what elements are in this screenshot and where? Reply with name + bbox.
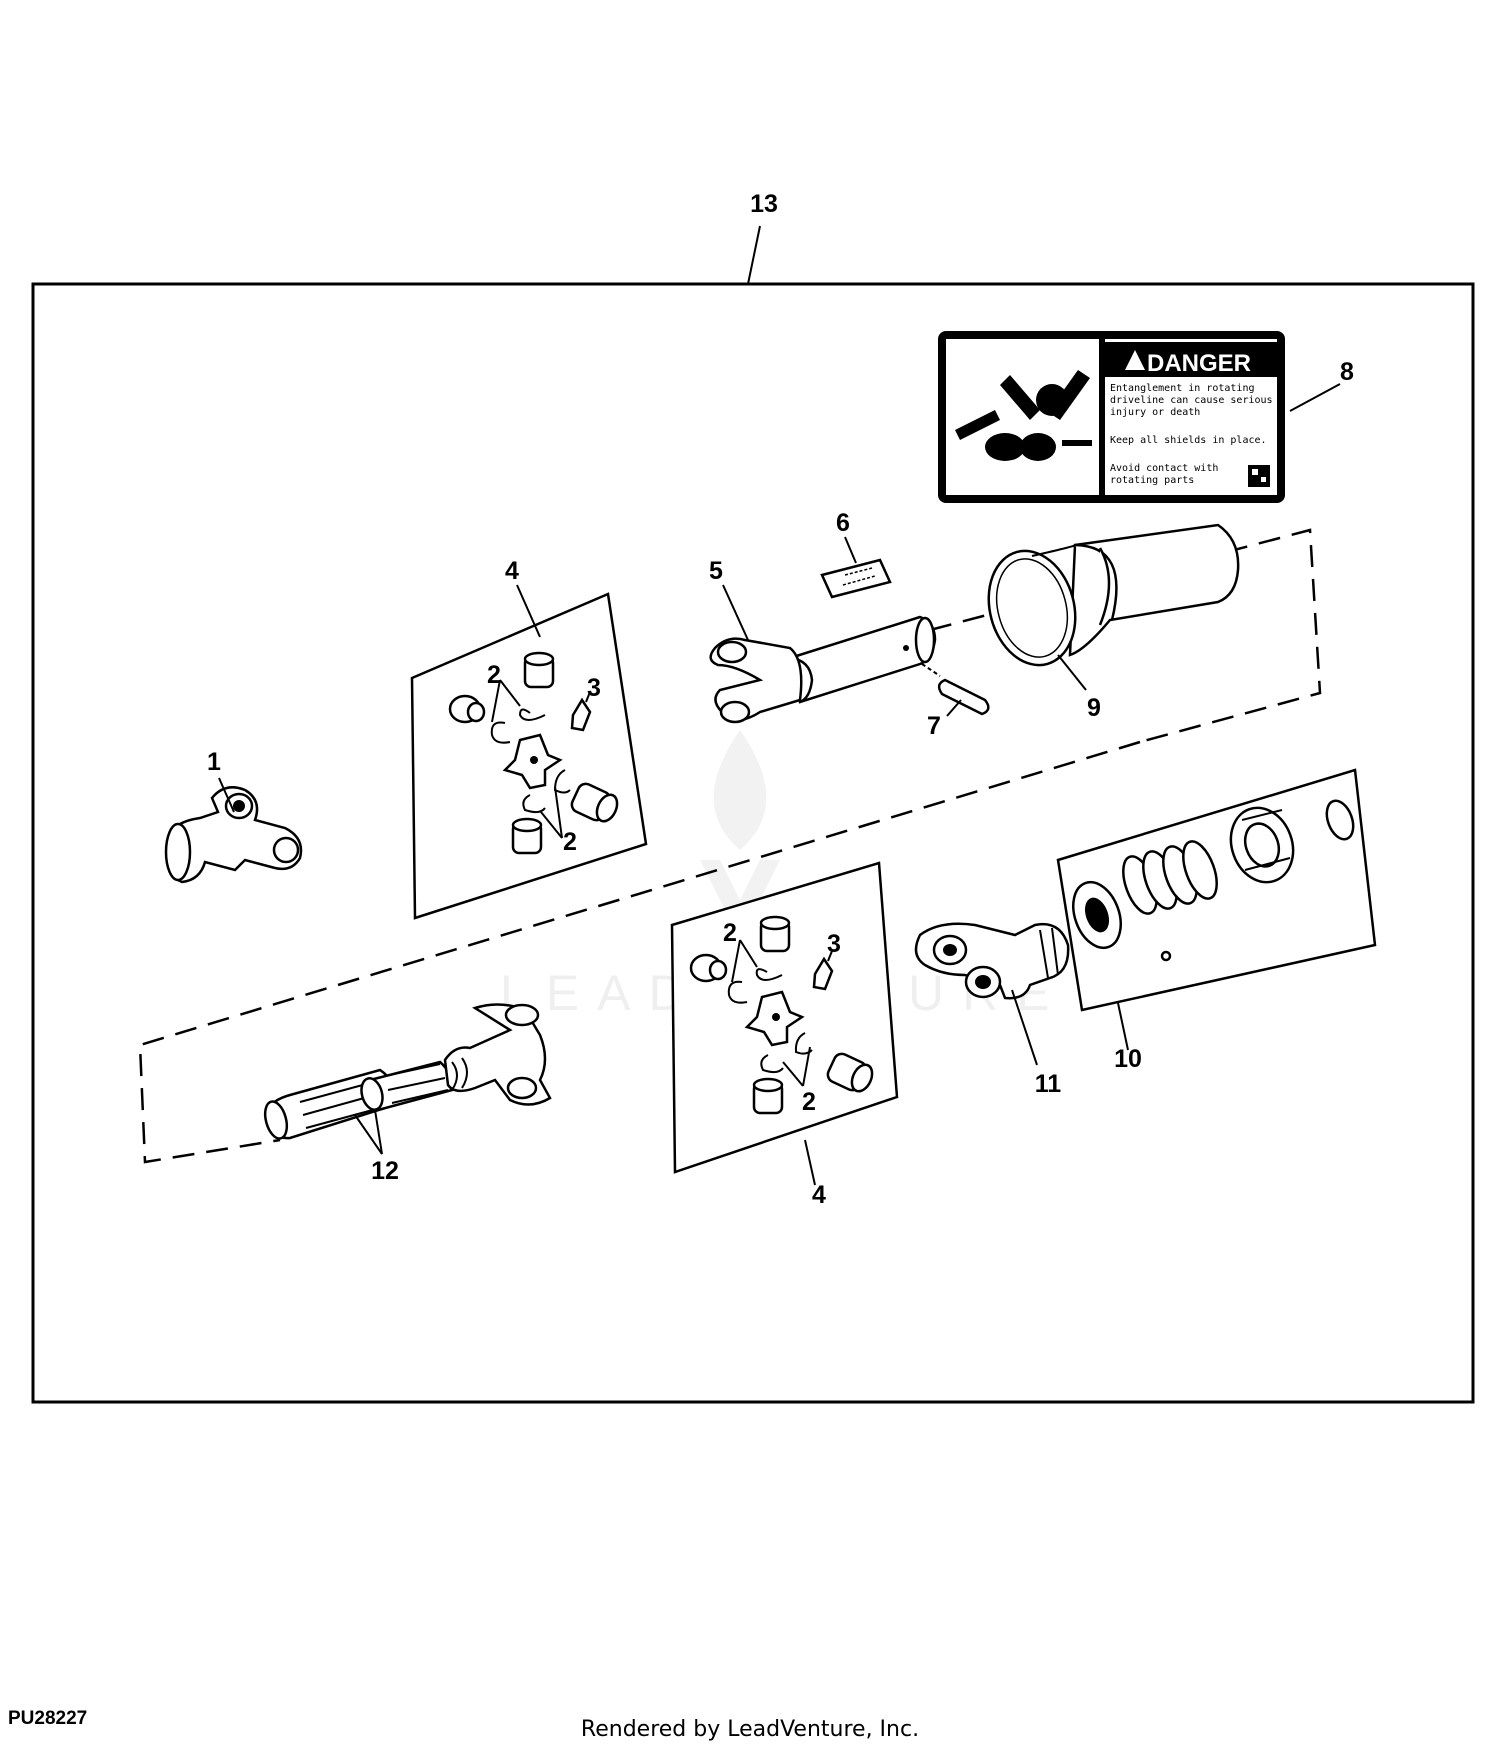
callout-2-a: 2: [487, 661, 501, 689]
callout-12: 12: [371, 1157, 399, 1185]
callout-3-top: 3: [587, 674, 601, 702]
callout-10: 10: [1114, 1045, 1142, 1073]
callout-8: 8: [1340, 358, 1354, 386]
part-4-cross-kit-top: 4 3 2 2: [410, 557, 648, 920]
entanglement-pictogram-icon: [955, 370, 1092, 461]
part-12-splined-shaft: 12: [263, 1003, 552, 1185]
part-9-shield-cone: 9: [987, 523, 1240, 722]
render-credit: Rendered by LeadVenture, Inc.: [580, 1717, 920, 1742]
part-4-cross-kit-bottom: 4 3 2 2: [670, 861, 899, 1209]
callout-4-bot: 4: [812, 1181, 826, 1209]
part-7-pin: 7: [921, 663, 990, 740]
part-6-label: 6: [820, 509, 892, 599]
callout-4-top: 4: [505, 557, 519, 585]
part-11-outer-yoke: 11: [914, 922, 1070, 1098]
callout-5: 5: [709, 557, 723, 585]
callout-6: 6: [836, 509, 850, 537]
decal-line-2: driveline can cause serious: [1110, 395, 1273, 406]
decal-title: DANGER: [1147, 350, 1251, 377]
callout-2-b: 2: [563, 828, 577, 856]
part-5-inner-yoke-tube: 5: [709, 557, 937, 724]
part-1-yoke: 1: [164, 748, 303, 884]
decal-line-4: Keep all shields in place.: [1110, 435, 1267, 446]
figure-id: PU28227: [8, 1708, 88, 1729]
callout-1: 1: [207, 748, 221, 776]
callout-9: 9: [1087, 694, 1101, 722]
dashed-outline: [138, 528, 1322, 1164]
warning-triangle-icon: [1125, 350, 1145, 370]
decal-line-3: injury or death: [1110, 407, 1200, 418]
callout-7: 7: [927, 712, 941, 740]
assembly-frame: [31, 282, 1475, 1404]
qr-code-icon: [1248, 465, 1270, 487]
decal-line-6: rotating parts: [1110, 475, 1194, 486]
spring-icon: [1122, 840, 1218, 915]
decal-line-5: Avoid contact with: [1110, 463, 1218, 474]
callout-3-bot: 3: [827, 930, 841, 958]
danger-decal: DANGER Entanglement in rotating drivelin…: [938, 331, 1354, 503]
callout-2-d: 2: [802, 1088, 816, 1116]
part-10-spring-kit: 10: [1056, 768, 1377, 1073]
callout-13: 13: [750, 190, 778, 218]
callout-11: 11: [1035, 1070, 1062, 1098]
callout-2-c: 2: [723, 919, 737, 947]
decal-line-1: Entanglement in rotating: [1110, 383, 1255, 394]
